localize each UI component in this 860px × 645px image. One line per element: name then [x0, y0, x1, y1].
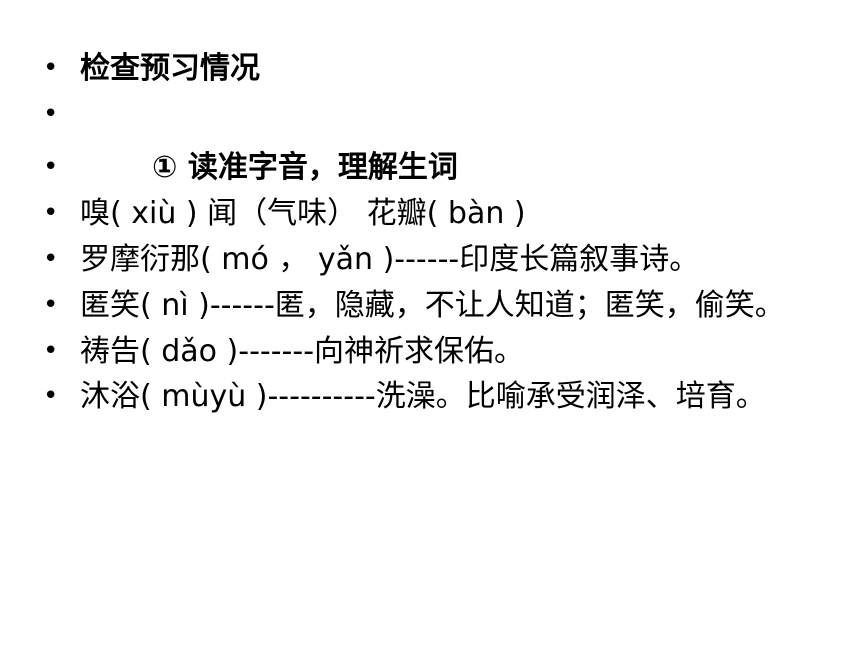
- bullet-list: • 检查预习情况 • • ① 读准字音，理解生词 • 嗅( xiù ) 闻（气味…: [40, 52, 830, 426]
- bullet-marker: •: [43, 53, 59, 83]
- list-item-vocab: • 匿笑( nì )------匿，隐藏，不让人知道；匿笑，偷笑。: [40, 289, 830, 322]
- vocab-entry: 罗摩衍那( mó ， yǎn )------印度长篇叙事诗。: [80, 242, 700, 277]
- bullet-marker: •: [43, 152, 59, 182]
- section-title: 检查预习情况: [80, 51, 260, 86]
- bullet-marker: •: [43, 198, 59, 228]
- list-item-empty: •: [40, 98, 830, 138]
- bullet-marker: •: [43, 290, 59, 320]
- list-item-vocab: • 祷告( dǎo )-------向神祈求保佑。: [40, 335, 830, 368]
- list-item-subtitle: • ① 读准字音，理解生词: [40, 151, 830, 184]
- vocab-entry: 匿笑( nì )------匿，隐藏，不让人知道；匿笑，偷笑。: [80, 288, 785, 323]
- list-item-title: • 检查预习情况: [40, 52, 830, 85]
- vocab-entry: 沐浴( mùyù )----------洗澡。比喻承受润泽、培育。: [80, 379, 766, 414]
- list-item-vocab: • 罗摩衍那( mó ， yǎn )------印度长篇叙事诗。: [40, 243, 830, 276]
- bullet-marker: •: [43, 381, 59, 411]
- bullet-marker: •: [43, 99, 59, 129]
- bullet-marker: •: [43, 336, 59, 366]
- list-item-vocab: • 沐浴( mùyù )----------洗澡。比喻承受润泽、培育。: [40, 380, 830, 413]
- vocab-entry: 嗅( xiù ) 闻（气味） 花瓣( bàn ): [80, 196, 526, 231]
- vocab-entry: 祷告( dǎo )-------向神祈求保佑。: [80, 334, 525, 369]
- bullet-marker: •: [43, 244, 59, 274]
- subsection-title: ① 读准字音，理解生词: [152, 150, 458, 185]
- list-item-vocab: • 嗅( xiù ) 闻（气味） 花瓣( bàn ): [40, 197, 830, 230]
